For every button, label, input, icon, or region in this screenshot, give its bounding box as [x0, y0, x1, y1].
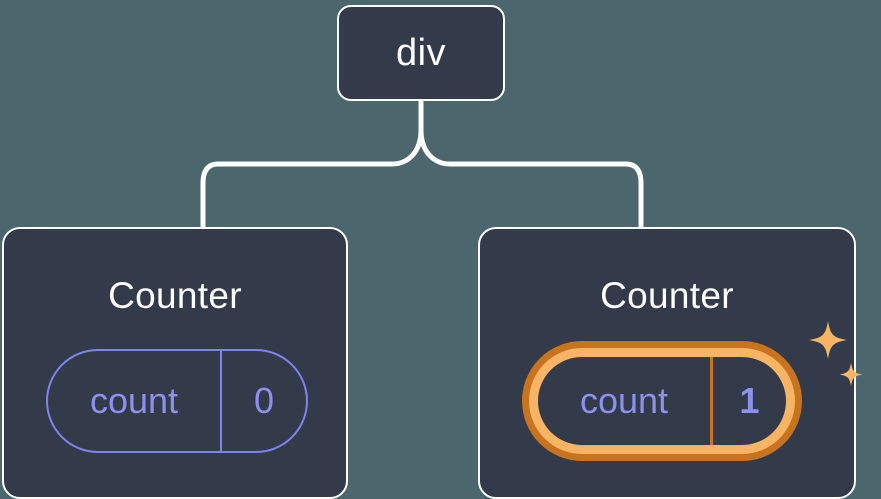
state-key-label: count [48, 351, 222, 451]
state-value-label: 1 [739, 380, 760, 421]
state-pill-count-right-highlighted[interactable]: count 1 [522, 341, 802, 461]
counter-right-title: Counter [600, 275, 734, 316]
state-value-label: 0 [253, 380, 275, 421]
state-pill-inner-ring: count 1 [529, 348, 795, 454]
state-key-label: count [538, 357, 713, 445]
sparkle-group [809, 321, 863, 386]
counter-left-title: Counter [108, 275, 242, 316]
connector-branch-left [200, 127, 424, 229]
node-root-div[interactable]: div [337, 5, 505, 101]
connector-branch-right [418, 127, 644, 229]
root-node-label: div [395, 32, 447, 74]
state-pill-count-left[interactable]: count 0 [46, 349, 308, 453]
node-counter-left[interactable]: Counter count 0 [2, 227, 348, 499]
node-counter-right[interactable]: Counter count 1 [478, 227, 863, 499]
sparkle-large-icon [809, 321, 847, 359]
sparkle-small-icon [839, 363, 863, 386]
